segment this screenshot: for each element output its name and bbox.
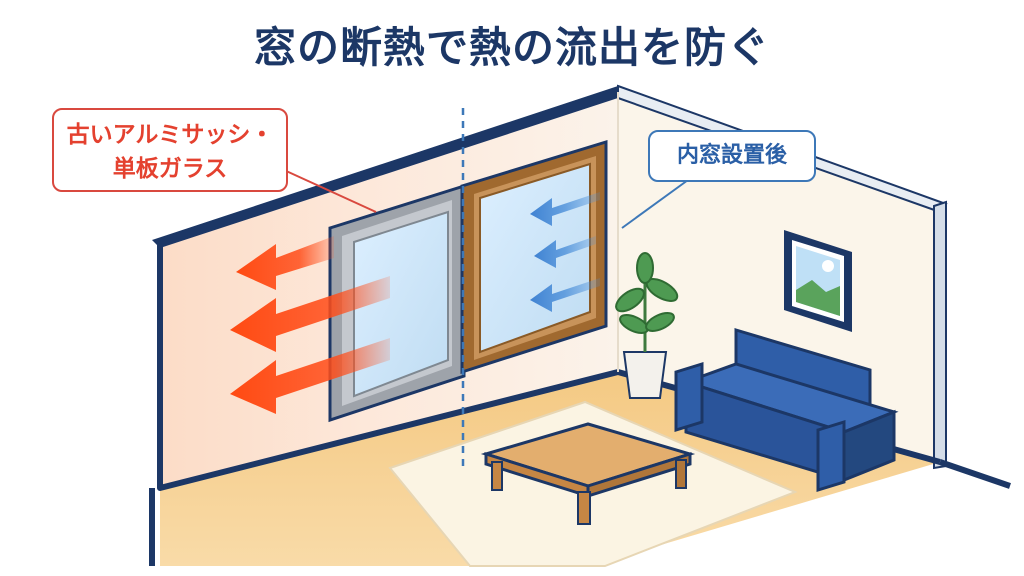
inner-window	[460, 139, 608, 375]
sofa-icon	[674, 327, 899, 493]
insulated-arrow	[530, 278, 600, 312]
page-title: 窓の断熱で熱の流出を防ぐ	[253, 23, 770, 72]
insulated-arrows	[530, 192, 600, 312]
heat-loss-arrow	[230, 338, 390, 414]
insulated-arrow	[534, 236, 596, 268]
before-callout-line1: 古いアルミサッシ・	[66, 122, 274, 148]
before-callout: 古いアルミサッシ・ 単板ガラス	[52, 108, 288, 192]
heat-loss-arrows	[230, 236, 390, 414]
low-table-icon	[480, 422, 696, 525]
after-callout-text: 内窓設置後	[676, 143, 787, 168]
heat-loss-arrow	[236, 236, 334, 290]
insulated-arrow	[530, 192, 600, 226]
before-leader-line	[283, 169, 377, 213]
potted-plant-icon	[615, 252, 679, 399]
heat-loss-arrow	[230, 276, 390, 352]
before-callout-line2: 単板ガラス	[112, 156, 228, 182]
landscape-picture-icon	[784, 230, 852, 332]
after-callout: 内窓設置後	[648, 130, 816, 182]
after-leader-line	[621, 179, 689, 229]
